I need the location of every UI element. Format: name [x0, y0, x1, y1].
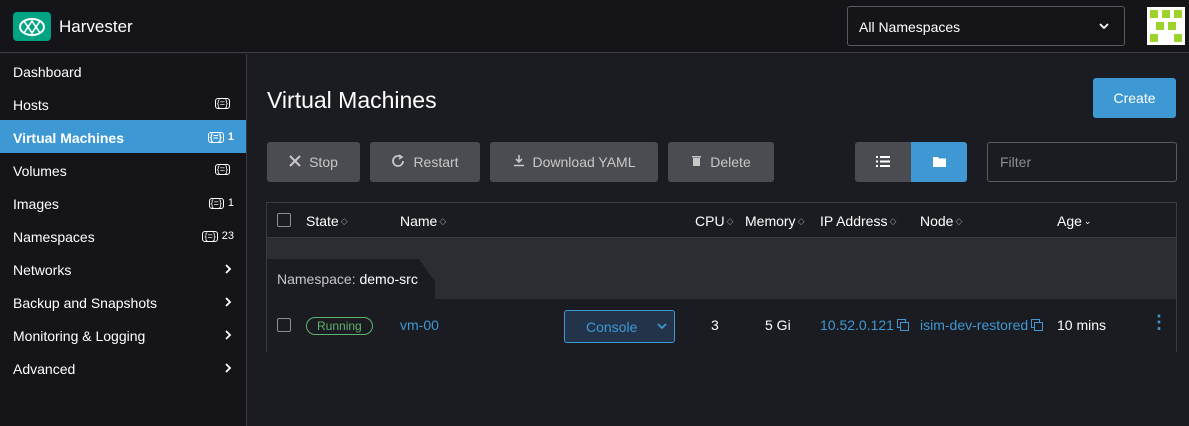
- sort-icon: ◇: [797, 215, 805, 226]
- sidebar-item-label: Namespaces: [13, 229, 95, 245]
- sidebar-item-label: Backup and Snapshots: [13, 295, 157, 311]
- console-button[interactable]: Console: [564, 310, 675, 343]
- folder-icon: [932, 154, 946, 170]
- resource-count-badge: {=}1: [208, 197, 234, 209]
- sort-icon: ◇: [439, 215, 447, 226]
- create-button[interactable]: Create: [1093, 78, 1176, 118]
- list-view-toggle[interactable]: [855, 142, 911, 182]
- page-title: Virtual Machines: [267, 87, 437, 113]
- sidebar-item-label: Virtual Machines: [13, 130, 125, 146]
- node-link[interactable]: isim-dev-restored: [920, 317, 1029, 333]
- list-icon: [876, 154, 890, 170]
- filter-input[interactable]: [987, 142, 1177, 182]
- chevron-down-icon: [1098, 19, 1110, 35]
- sidebar-item-label: Images: [13, 196, 59, 212]
- sidebar-item-dashboard[interactable]: Dashboard: [0, 54, 246, 87]
- restart-button[interactable]: Restart: [370, 142, 480, 182]
- column-header-ip-address[interactable]: IP Address◇: [820, 213, 897, 229]
- more-actions-icon[interactable]: ⋮: [1150, 312, 1168, 332]
- stop-button[interactable]: Stop: [267, 142, 360, 182]
- main-content: Virtual Machines Create Stop Restart Dow…: [247, 54, 1189, 426]
- node-cell: isim-dev-restored: [920, 317, 1044, 334]
- memory-value: 5 Gi: [765, 317, 791, 333]
- delete-button[interactable]: Delete: [668, 142, 774, 182]
- close-icon: [289, 154, 301, 170]
- sidebar-item-label: Advanced: [13, 361, 76, 377]
- group-view-toggle[interactable]: [911, 142, 967, 182]
- sidebar-item-monitoring-logging[interactable]: Monitoring & Logging: [0, 318, 246, 351]
- column-header-age[interactable]: Age⌄: [1057, 213, 1092, 229]
- sidebar-item-virtual-machines[interactable]: Virtual Machines {=}1: [0, 120, 246, 153]
- top-bar: Harvester All Namespaces: [0, 0, 1189, 53]
- chevron-right-icon: [223, 262, 233, 278]
- vm-name-link[interactable]: vm-00: [400, 317, 439, 333]
- sidebar-item-advanced[interactable]: Advanced: [0, 351, 246, 384]
- copy-icon[interactable]: [896, 318, 909, 334]
- sort-icon: ◇: [340, 215, 348, 226]
- resource-count-badge: {=}: [214, 164, 234, 175]
- select-all-checkbox[interactable]: [277, 213, 291, 227]
- sidebar-item-label: Networks: [13, 262, 72, 278]
- table-header: State◇ Name◇ CPU◇ Memory◇ IP Address◇ No…: [267, 203, 1176, 238]
- column-header-cpu[interactable]: CPU◇: [695, 213, 734, 229]
- status-badge: Running: [306, 317, 373, 335]
- chevron-right-icon: [223, 361, 233, 377]
- sidebar-item-label: Hosts: [13, 97, 49, 113]
- refresh-icon: [391, 153, 405, 171]
- sidebar-item-hosts[interactable]: Hosts {=}: [0, 87, 246, 120]
- namespace-select[interactable]: All Namespaces: [847, 6, 1125, 46]
- column-header-name[interactable]: Name◇: [400, 213, 447, 229]
- resource-icon: {=}: [214, 98, 230, 109]
- resource-count-badge: {=}: [214, 98, 234, 109]
- sidebar-item-backup-and-snapshots[interactable]: Backup and Snapshots: [0, 285, 246, 318]
- sidebar-item-label: Monitoring & Logging: [13, 328, 146, 344]
- sort-icon: ◇: [889, 215, 897, 226]
- sidebar-item-label: Volumes: [13, 163, 67, 179]
- age-value: 10 mins: [1057, 317, 1107, 333]
- resource-icon: {=}: [202, 230, 218, 242]
- chevron-right-icon: [223, 328, 233, 344]
- vm-table: State◇ Name◇ CPU◇ Memory◇ IP Address◇ No…: [266, 202, 1177, 352]
- download-yaml-button[interactable]: Download YAML: [490, 142, 658, 182]
- trash-icon: [691, 154, 702, 170]
- sidebar-item-networks[interactable]: Networks: [0, 252, 246, 285]
- ip-address-value: 10.52.0.121: [820, 317, 894, 333]
- app-title: Harvester: [59, 17, 133, 36]
- ip-address-cell: 10.52.0.121: [820, 317, 909, 334]
- download-icon: [513, 154, 525, 170]
- column-header-state[interactable]: State◇: [306, 213, 348, 229]
- copy-icon[interactable]: [1031, 318, 1044, 334]
- sort-desc-icon: ⌄: [1083, 215, 1092, 226]
- group-band: Namespace: demo-src: [267, 238, 1176, 299]
- sidebar: Dashboard Hosts {=} Virtual Machines {=}…: [0, 54, 247, 426]
- user-avatar-icon[interactable]: [1147, 7, 1185, 45]
- namespace-select-value: All Namespaces: [859, 19, 961, 35]
- resource-count-badge: {=}1: [207, 131, 234, 143]
- resource-icon: {=}: [208, 197, 224, 209]
- chevron-down-icon[interactable]: [656, 319, 668, 335]
- sort-icon: ◇: [955, 215, 963, 226]
- row-checkbox[interactable]: [277, 318, 291, 332]
- sidebar-item-namespaces[interactable]: Namespaces {=}23: [0, 219, 246, 252]
- namespace-group-label: Namespace: demo-src: [267, 259, 435, 299]
- harvester-logo-icon[interactable]: [13, 12, 51, 41]
- resource-count-badge: {=}23: [202, 230, 234, 242]
- resource-icon: {=}: [214, 164, 230, 175]
- cpu-value: 3: [711, 317, 719, 333]
- chevron-right-icon: [223, 295, 233, 311]
- sidebar-item-label: Dashboard: [13, 64, 82, 80]
- sort-icon: ◇: [726, 215, 734, 226]
- resource-icon: {=}: [207, 131, 224, 143]
- sidebar-item-images[interactable]: Images {=}1: [0, 186, 246, 219]
- sidebar-item-volumes[interactable]: Volumes {=}: [0, 153, 246, 186]
- column-header-memory[interactable]: Memory◇: [745, 213, 805, 229]
- column-header-node[interactable]: Node◇: [920, 213, 963, 229]
- table-row: Running vm-00 Console 3 5 Gi 10.52.0.121…: [267, 299, 1176, 352]
